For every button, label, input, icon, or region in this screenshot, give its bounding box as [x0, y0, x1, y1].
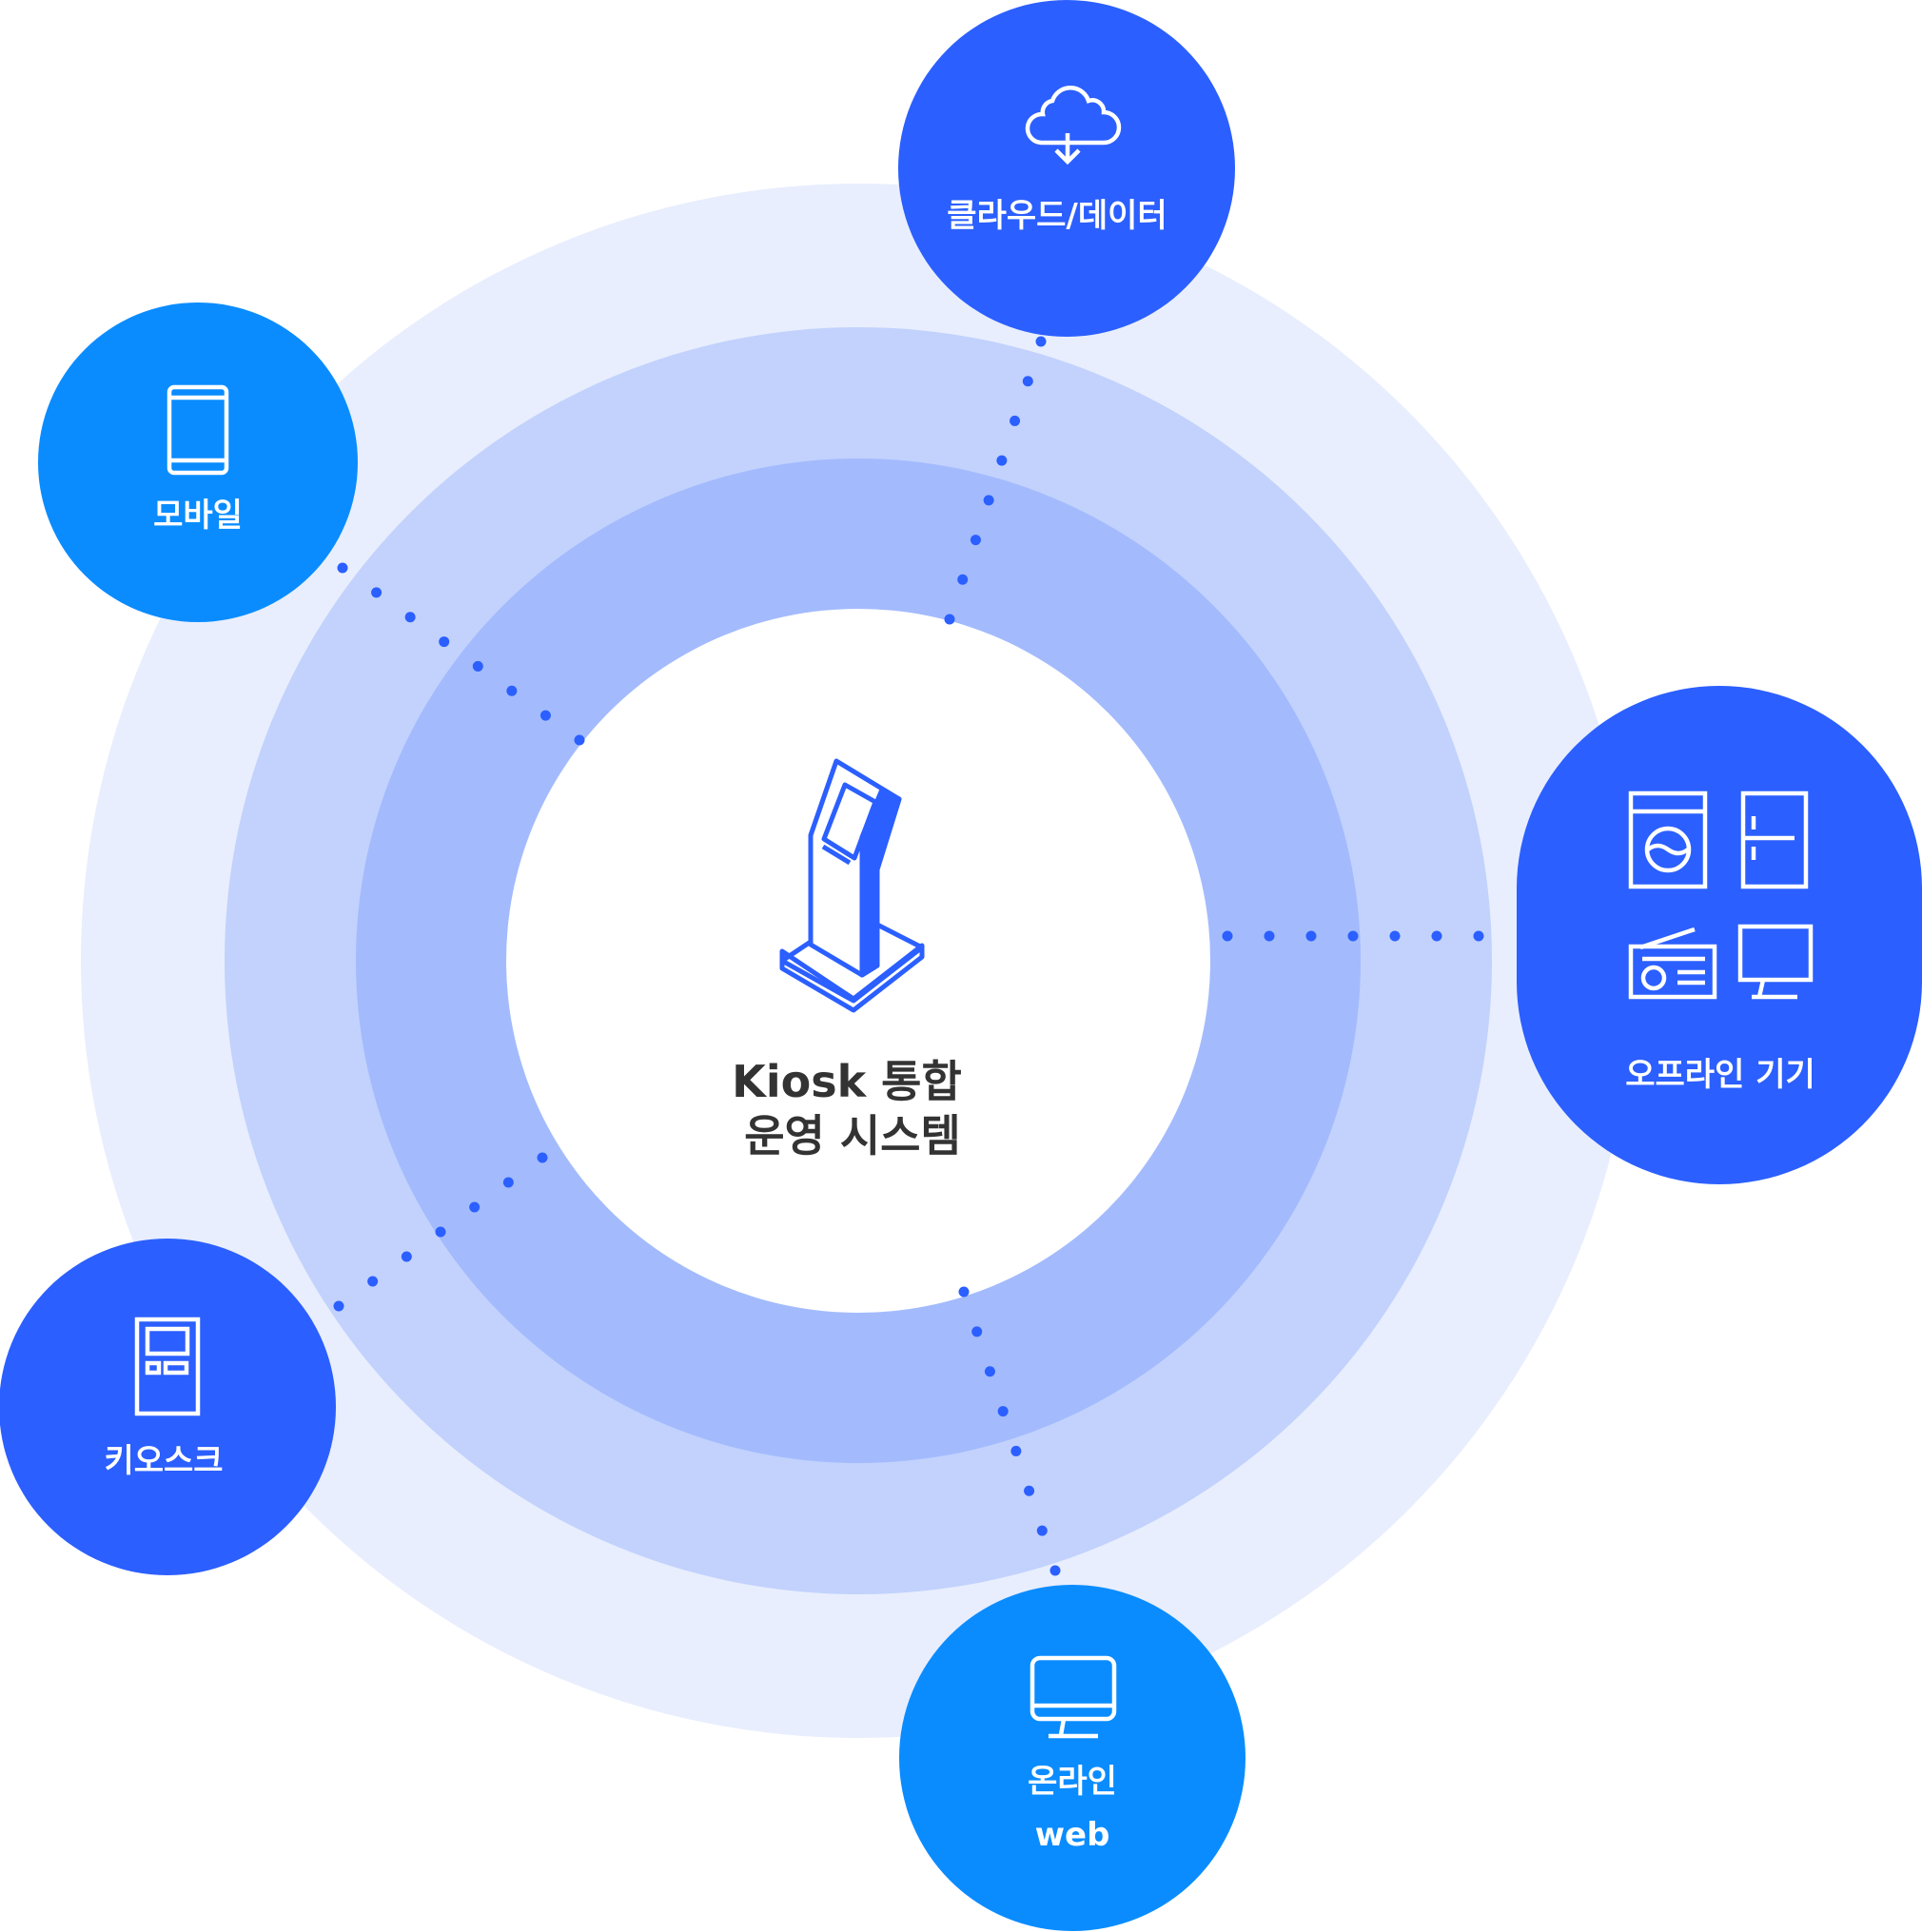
connector-dot	[469, 1201, 480, 1213]
center-title-line2: 운영 시스템	[744, 1110, 961, 1161]
connector-dot	[1022, 376, 1033, 387]
connector-dot	[337, 562, 348, 574]
node-cloud[interactable]: 클라우드/데이터	[898, 0, 1235, 337]
node-kiosk-label: 키오스크	[104, 1442, 223, 1480]
connector-dot	[539, 710, 551, 721]
node-online-label-line2: web	[1035, 1816, 1110, 1854]
connector-dot	[1035, 336, 1047, 347]
connector-dots	[333, 336, 1484, 1576]
node-online-label-line1: 온라인	[1028, 1763, 1117, 1801]
center-circle	[506, 609, 1210, 1313]
node-mobile[interactable]: 모바일	[38, 302, 358, 622]
connector-dot	[367, 1276, 379, 1287]
connector-dot	[435, 1226, 446, 1238]
connector-dot	[1010, 1445, 1022, 1456]
connector-dot	[371, 587, 382, 598]
node-mobile-label: 모바일	[153, 497, 243, 535]
connector-dot	[1036, 1525, 1048, 1536]
connector-dot	[958, 1286, 970, 1298]
connector-dot	[971, 1326, 983, 1337]
connector-dot	[1431, 930, 1442, 942]
node-cloud-label: 클라우드/데이터	[947, 197, 1167, 235]
connector-dot	[1389, 930, 1401, 942]
connector-dot	[472, 660, 483, 672]
connector-dot	[439, 636, 450, 648]
connector-dot	[944, 614, 955, 625]
connector-dot	[401, 1251, 412, 1262]
kiosk-icon	[779, 758, 925, 1013]
connector-dot	[502, 1177, 514, 1188]
connector-dot	[574, 734, 585, 746]
node-kiosk[interactable]: 키오스크	[0, 1239, 336, 1575]
appliances-icon	[1628, 790, 1814, 1000]
connector-dot	[984, 1366, 995, 1377]
connector-dot	[983, 495, 994, 506]
connector-dot	[970, 535, 981, 546]
connector-dot	[1024, 1485, 1035, 1496]
connector-dot	[1010, 415, 1021, 426]
node-online[interactable]: 온라인 web	[899, 1585, 1245, 1931]
connector-dot	[996, 455, 1008, 466]
node-offline-label: 오프라인 기기	[1625, 1056, 1815, 1094]
connector-dot	[957, 574, 969, 585]
connector-dot	[333, 1300, 344, 1312]
kiosk-device-icon	[134, 1317, 201, 1416]
connector-dot	[404, 612, 416, 623]
connector-dot	[997, 1406, 1009, 1417]
connector-dot	[1305, 930, 1317, 942]
monitor-icon	[1030, 1655, 1117, 1739]
connector-dot	[1222, 930, 1233, 942]
node-offline[interactable]: 오프라인 기기	[1517, 686, 1922, 1184]
connector-dot	[537, 1152, 548, 1163]
cloud-download-icon	[1025, 86, 1122, 166]
connector-dot	[1264, 930, 1275, 942]
center-title-line1: Kiosk 통합	[732, 1056, 962, 1107]
connector-dot	[1049, 1565, 1061, 1576]
connector-dot	[1473, 930, 1484, 942]
connector-dot	[506, 685, 518, 696]
connector-dot	[1347, 930, 1359, 942]
mobile-icon	[167, 384, 229, 476]
